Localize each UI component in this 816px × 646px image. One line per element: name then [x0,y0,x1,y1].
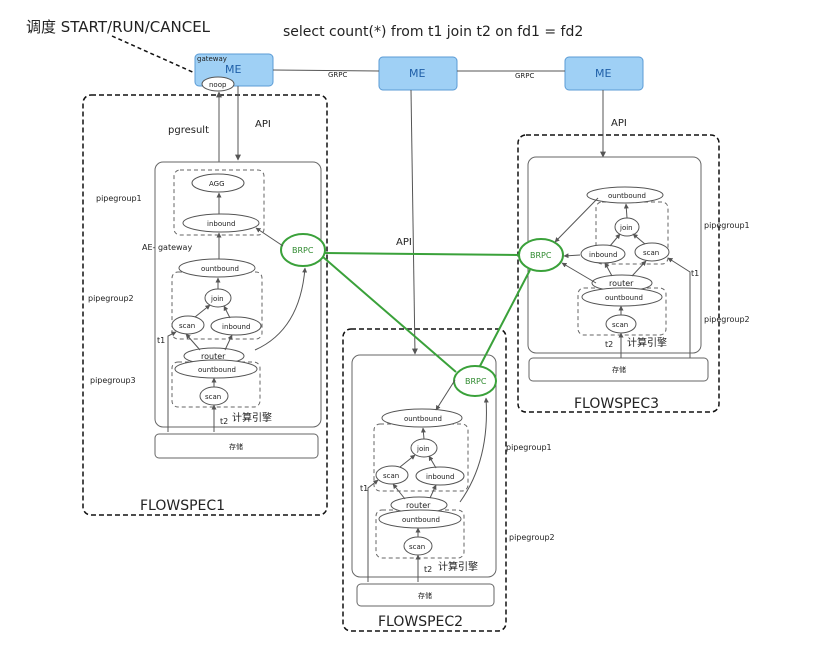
fs1-inbound-node-1: inbound [207,220,235,228]
fs1-pipegroup3-label: pipegroup3 [90,376,136,385]
fs1-outbound-node-1: ountbound [201,265,239,273]
fs3-router-node: router [609,279,634,288]
fs1-pgresult-label: pgresult [168,125,209,136]
fs1-brpc-node: BRPC [292,246,314,255]
me-label-1: ME [225,63,241,76]
fs2-router-node: router [406,501,431,510]
noop-label: noop [209,81,227,89]
fs1-api-label: API [255,119,271,130]
me-label-2: ME [409,67,425,80]
flowspec1-group: FLOWSPEC1 pgresult API pipegroup1 pipegr… [82,86,328,516]
fs1-pipegroup2-label: pipegroup2 [88,294,134,303]
me-gateway-node: gateway ME noop [194,53,274,92]
fs2-t1-label: t1 [360,484,368,493]
fs3-t2-label: t2 [605,340,613,349]
schedule-dashed-arrow [111,35,207,79]
fs1-join-node: join [210,295,224,303]
flowspec1-title: FLOWSPEC1 [140,498,225,514]
me-node-2: ME [378,56,458,91]
flowspec3-group: FLOWSPEC3 API pipegroup1 pipegroup2 ount… [517,90,750,413]
flowspec2-group: FLOWSPEC2 API pipegroup1 pipegroup2 ount… [342,89,555,632]
fs1-engine-label: 计算引擎 [232,411,272,424]
grpc-link-1 [272,69,380,72]
flowspec3-title: FLOWSPEC3 [574,396,659,412]
brpc-link-fs3-fs2 [479,269,531,367]
fs3-engine-label: 计算引擎 [627,336,667,349]
grpc-label-2: GRPC [515,72,535,80]
fs3-inbound-node: inbound [589,251,617,259]
me-node-3: ME [564,56,644,91]
fs3-scan-node-1: scan [643,249,659,257]
fs3-api-label: API [611,118,627,129]
fs2-api-label: API [396,237,412,248]
fs3-join-node: join [619,224,633,232]
fs3-storage-label: 存储 [612,365,626,374]
fs1-scan-node-1: scan [179,322,195,330]
fs2-storage-label: 存储 [418,591,432,600]
fs2-outbound-node-2: ountbound [402,516,440,524]
fs2-outbound-node-1: ountbound [404,415,442,423]
fs1-ae-gateway-label: AE- gateway [142,243,192,252]
fs1-storage-label: 存储 [229,442,243,451]
fs1-inbound-node-2: inbound [222,323,250,331]
brpc-link-fs1-fs3 [324,252,520,256]
fs2-pipegroup2-label: pipegroup2 [509,533,555,542]
fs1-t2-label: t2 [220,417,228,426]
fs2-inbound-node: inbound [426,473,454,481]
fs3-brpc-node: BRPC [530,251,552,260]
fs2-api-arrow [410,89,418,355]
flowspec2-title: FLOWSPEC2 [378,614,463,630]
fs2-pipegroup1-label: pipegroup1 [506,443,552,452]
fs2-scan-node-2: scan [409,543,425,551]
gateway-label: gateway [197,55,227,63]
fs3-scan-node-2: scan [612,321,628,329]
fs1-outbound-node-2: ountbound [198,366,236,374]
fs1-agg-node: AGG [209,180,225,188]
me-label-3: ME [595,67,611,80]
fs2-engine-label: 计算引擎 [438,560,478,573]
fs2-join-node: join [416,445,430,453]
fs3-pipegroup1-label: pipegroup1 [704,221,750,230]
fs3-outbound-node-2: ountbound [605,294,643,302]
fs3-outbound-node-1: ountbound [608,192,646,200]
fs1-t1-label: t1 [157,336,165,345]
sql-query-label: select count(*) from t1 join t2 on fd1 =… [283,24,583,40]
fs2-t2-label: t2 [424,565,432,574]
fs1-scan-node-2: scan [205,393,221,401]
fs3-pipegroup2-label: pipegroup2 [704,315,750,324]
grpc-label-1: GRPC [328,71,348,79]
brpc-link-fs1-fs2 [322,256,457,373]
fs1-pipegroup1-label: pipegroup1 [96,194,142,203]
schedule-command-label: 调度 START/RUN/CANCEL [26,18,211,36]
fs1-router-node: router [201,352,226,361]
fs3-t1-label: t1 [691,269,699,278]
fs2-brpc-node: BRPC [465,377,487,386]
fs2-scan-node-1: scan [383,472,399,480]
